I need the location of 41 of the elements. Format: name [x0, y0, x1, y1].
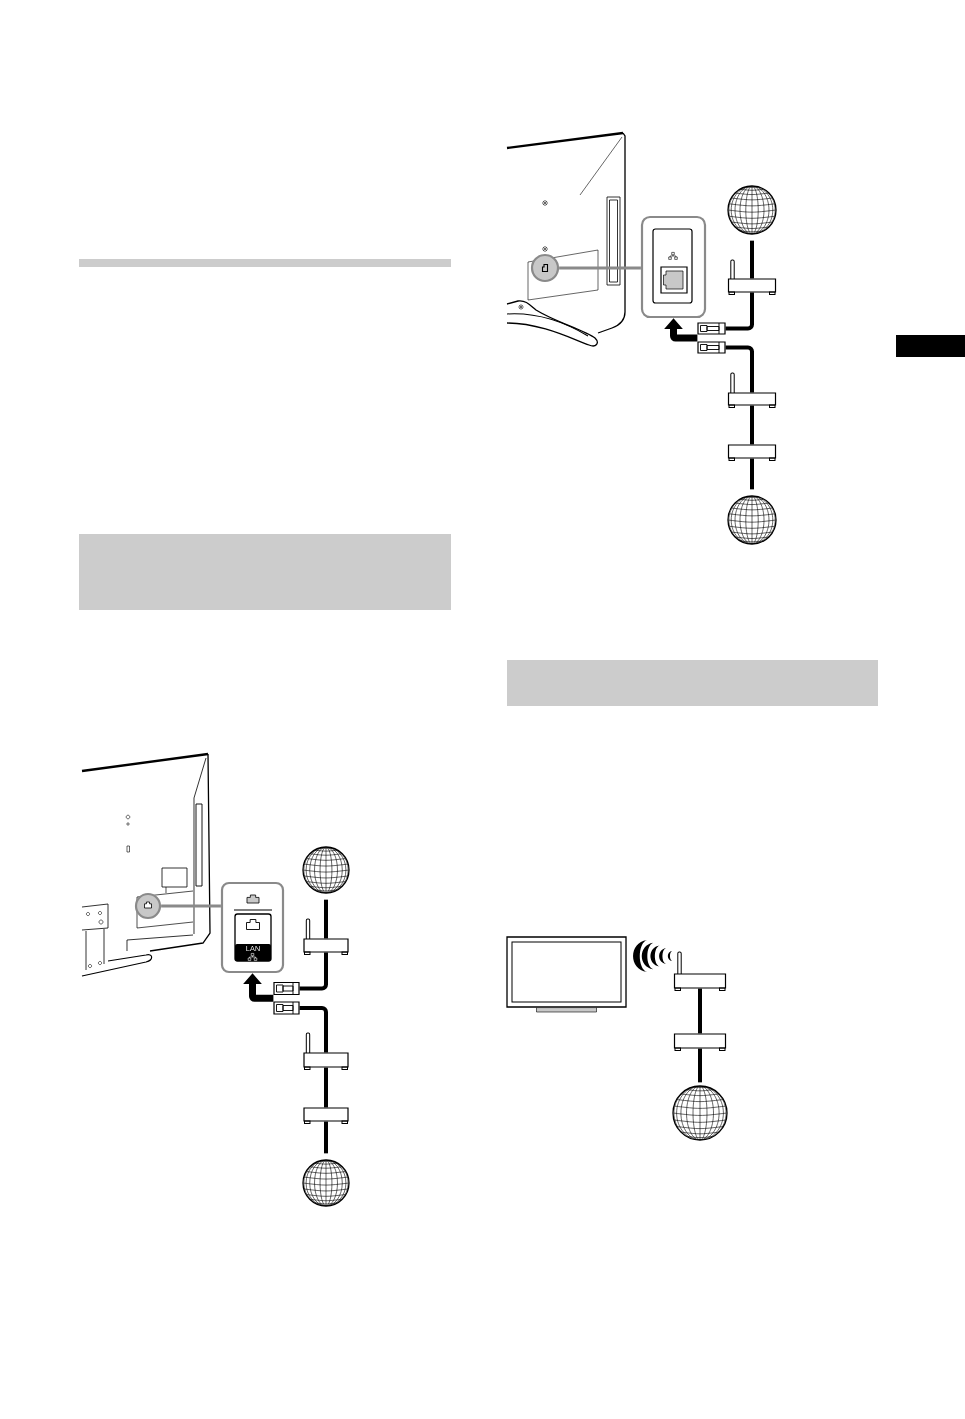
lan-port-box [652, 228, 693, 304]
cable-plug-icon [697, 322, 726, 335]
globe-icon [727, 185, 777, 235]
globe-icon [302, 1159, 350, 1207]
tv-icon [506, 936, 627, 1013]
leader-line [559, 266, 641, 270]
modem-icon [673, 1033, 727, 1051]
router-icon [303, 918, 349, 955]
globe-icon [672, 1085, 728, 1141]
router-icon [673, 951, 727, 991]
router-icon [303, 1032, 349, 1070]
cable [750, 240, 754, 279]
cable [698, 1048, 702, 1083]
port-highlight-circle [530, 253, 560, 283]
modem-icon [727, 444, 777, 461]
leader-line [161, 904, 221, 908]
cable [299, 952, 328, 991]
connection-arrow [243, 973, 274, 1002]
cable [698, 988, 702, 1034]
cable-plug-icon [273, 1001, 300, 1015]
port-callout-panel [220, 881, 285, 974]
router-icon [727, 259, 777, 295]
cable [324, 1121, 328, 1154]
cable [324, 1067, 328, 1108]
heading-band [507, 660, 878, 706]
cable [299, 1006, 328, 1053]
heading-band [79, 534, 451, 610]
cable [324, 899, 328, 939]
cable [725, 345, 754, 393]
port-callout-panel [640, 215, 707, 319]
modem-icon [303, 1107, 349, 1124]
cable-plug-icon [697, 341, 726, 354]
connection-arrow [664, 318, 698, 342]
cable [750, 405, 754, 445]
port-highlight-circle [134, 892, 162, 920]
cable [750, 458, 754, 490]
cable [725, 292, 754, 331]
globe-icon [302, 846, 350, 894]
cable-plug-icon [273, 981, 300, 996]
router-icon [727, 372, 777, 408]
globe-icon [727, 495, 777, 545]
